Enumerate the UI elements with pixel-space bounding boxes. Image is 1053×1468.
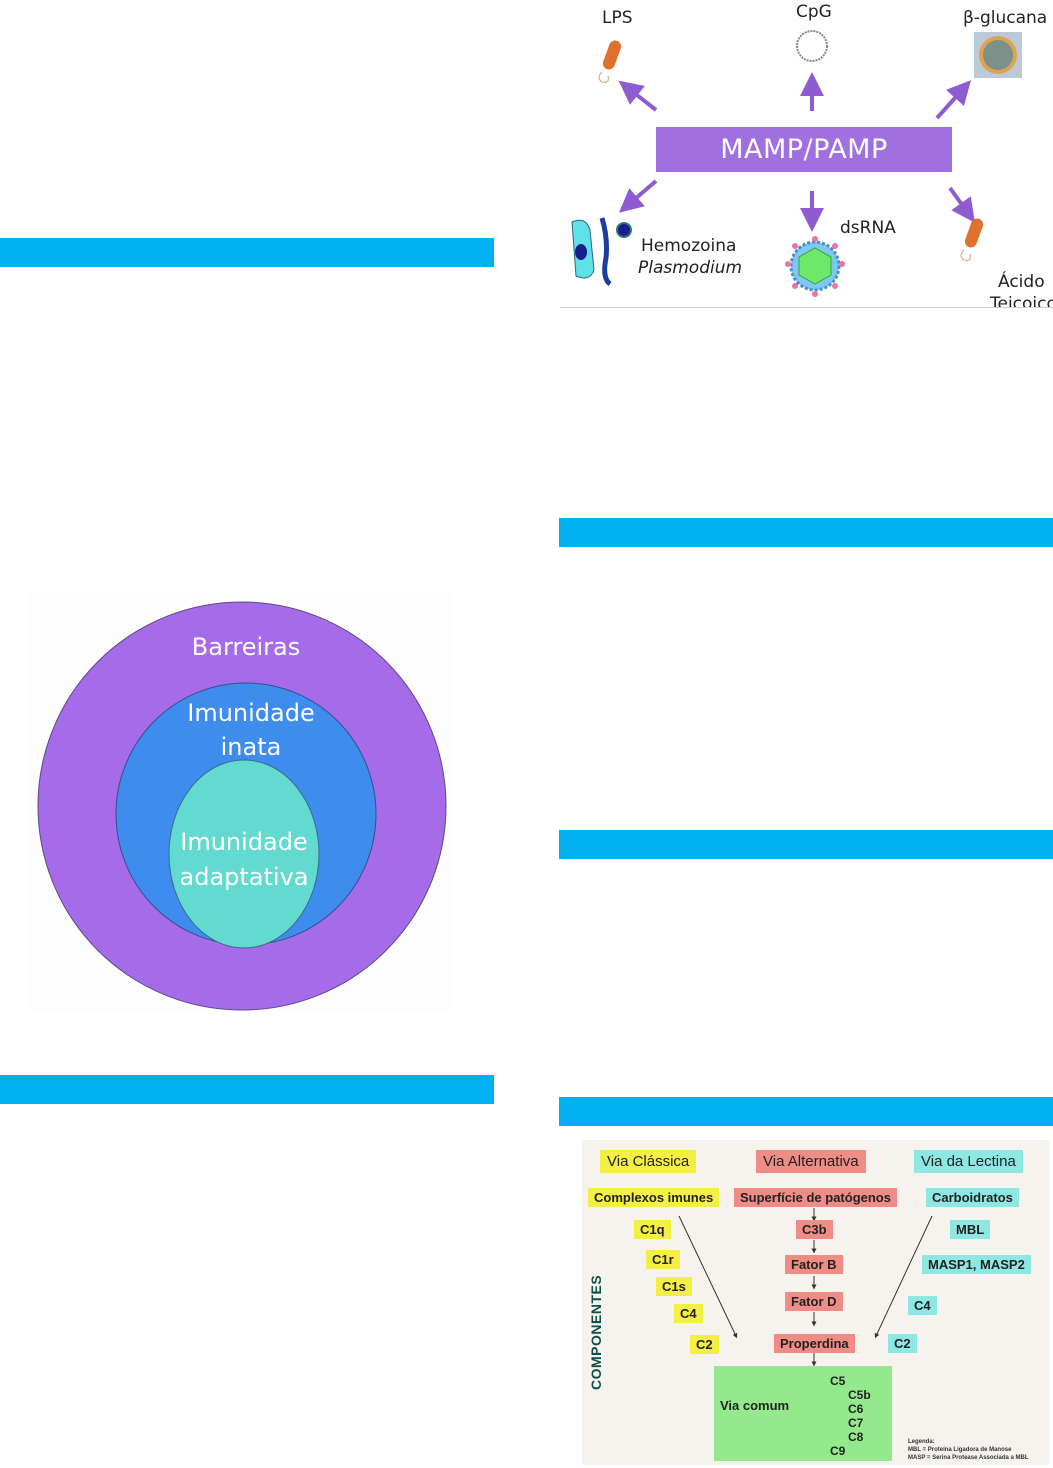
fungus-icon (974, 32, 1022, 78)
via-comum-label: Via comum (720, 1398, 790, 1413)
inata-label-line2: inata (220, 733, 282, 761)
c2-lectina-box: C2 (888, 1334, 917, 1353)
adaptativa-label-line1: Imunidade (180, 828, 308, 856)
c3b-box: C3b (796, 1220, 833, 1239)
complement-pathways-figure: COMPONENTES Via Clássica Via Alternativa… (582, 1140, 1049, 1465)
legend-line: MBL = Proteína Ligadora de Manose (908, 1447, 1012, 1453)
c5-item: C5 (830, 1374, 846, 1388)
fator-d-box: Fator D (785, 1292, 843, 1311)
masp-box: MASP1, MASP2 (922, 1255, 1031, 1274)
c9-item: C9 (830, 1444, 846, 1458)
virus-icon (785, 236, 845, 297)
via-classica-title: Via Clássica (600, 1150, 697, 1173)
mamp-pamp-label: MAMP/PAMP (656, 127, 952, 172)
legend: Legenda: MBL = Proteína Ligadora de Mano… (908, 1438, 1029, 1462)
plasmodium-label: Plasmodium (638, 258, 743, 278)
c8-item: C8 (848, 1430, 864, 1444)
section-header-bar (559, 830, 1053, 859)
beta-glucana-label: β-glucana (963, 8, 1048, 28)
properdina-box: Properdina (774, 1334, 855, 1353)
c1q-box: C1q (634, 1220, 671, 1239)
fator-b-box: Fator B (785, 1255, 843, 1274)
componentes-label: COMPONENTES (588, 1274, 604, 1390)
superficie-patogenos-box: Superfície de patógenos (734, 1188, 897, 1207)
plasmodium-icon (571, 217, 632, 286)
mamp-pamp-figure: MAMP/PAMP LPS CpG β-glucana Hemozoina Pl… (560, 0, 1053, 308)
immunity-layers-diagram: Barreiras Imunidade inata Imunidade adap… (30, 592, 450, 1012)
adaptativa-label-line2: adaptativa (179, 863, 309, 891)
arrow-hemozoina (618, 179, 658, 213)
arrow-lps (618, 80, 658, 112)
section-header-bar (0, 238, 494, 267)
circular-dna-icon (796, 30, 828, 62)
bacterium-icon (960, 218, 984, 261)
cpg-label: CpG (796, 2, 832, 22)
c5b-item: C5b (848, 1388, 871, 1402)
section-header-bar (559, 518, 1053, 547)
section-header-bar (0, 1075, 494, 1104)
complexos-imunes-box: Complexos imunes (588, 1188, 720, 1207)
arrow-acido-teicoico (948, 186, 976, 223)
legend-line: MASP = Serina Protease Associada a MBL (908, 1455, 1029, 1461)
hemozoina-label: Hemozoina (641, 236, 737, 256)
c1s-box: C1s (656, 1277, 692, 1296)
section-header-bar (559, 1097, 1053, 1126)
dsrna-label: dsRNA (840, 218, 896, 238)
arrow-beta-glucana (935, 80, 972, 120)
inner-circle-imunidade-adaptativa (168, 759, 320, 949)
mbl-box: MBL (950, 1220, 991, 1239)
carboidratos-box: Carboidratos (926, 1188, 1019, 1207)
c2-box: C2 (690, 1335, 719, 1354)
c1r-box: C1r (646, 1250, 680, 1269)
inata-label-line1: Imunidade (187, 699, 315, 727)
via-comum-box: Via comum C5 C5b C6 C7 C8 C9 (714, 1366, 892, 1461)
via-alternativa-title: Via Alternativa (756, 1150, 866, 1173)
via-lectina-title: Via da Lectina (914, 1150, 1023, 1173)
c4-lectina-box: C4 (908, 1296, 937, 1315)
acido-label: Ácido (998, 272, 1045, 292)
c7-item: C7 (848, 1416, 864, 1430)
legend-title: Legenda: (908, 1439, 935, 1445)
bacterium-icon (598, 40, 622, 83)
teicoico-label: Teicoico (990, 294, 1053, 308)
c6-item: C6 (848, 1402, 864, 1416)
lps-label: LPS (602, 8, 633, 28)
c4-box: C4 (674, 1304, 703, 1323)
arrows (618, 72, 976, 232)
barreiras-label: Barreiras (191, 633, 301, 661)
